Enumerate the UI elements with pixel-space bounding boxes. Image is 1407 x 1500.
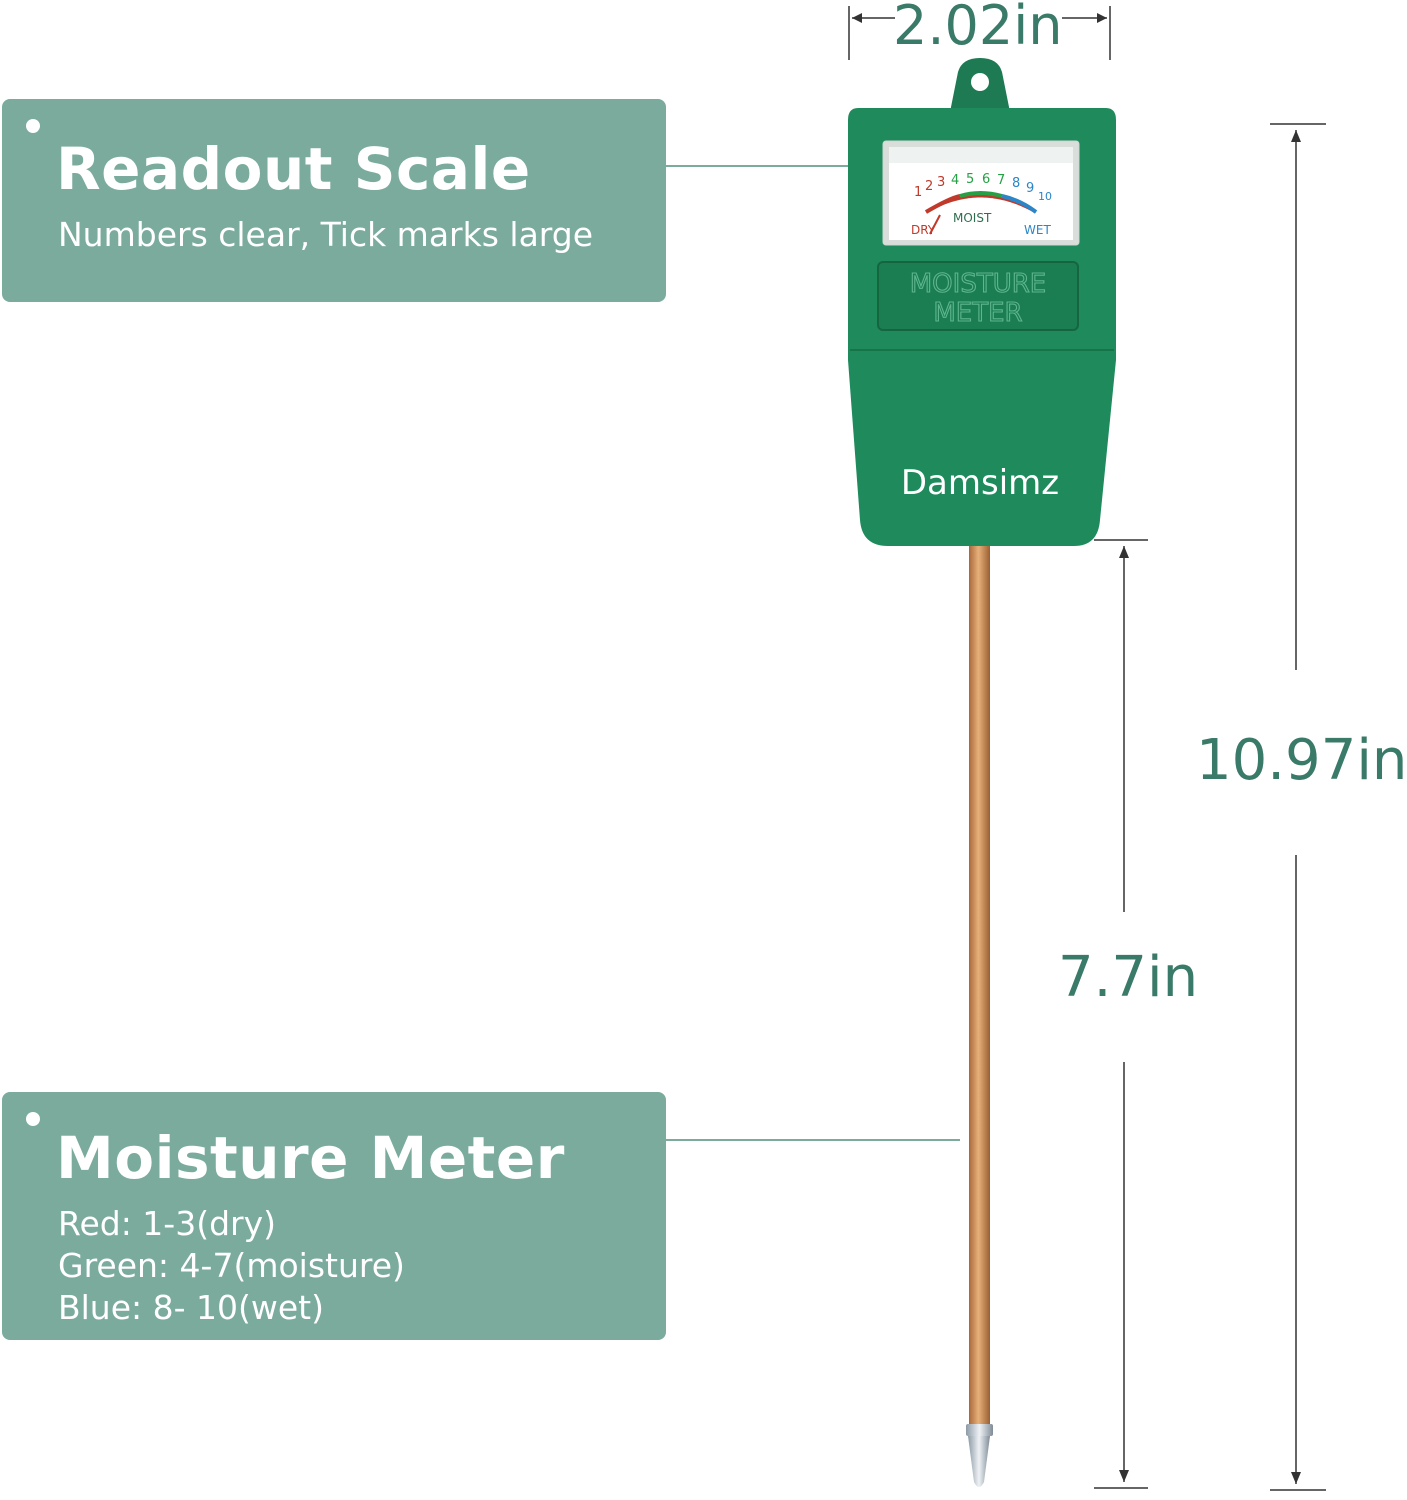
brand-name: Damsimz bbox=[901, 463, 1059, 503]
legend-blue-line: Blue: 8- 10(wet) bbox=[58, 1288, 324, 1327]
gauge-number-9: 9 bbox=[1026, 181, 1034, 196]
gauge-needle bbox=[929, 214, 941, 235]
probe-length-dimension-marks bbox=[1094, 539, 1148, 1489]
bullet-dot bbox=[26, 1112, 40, 1126]
gauge-dry-label: DRY bbox=[911, 223, 936, 237]
moisture-meter-title: Moisture Meter bbox=[56, 1124, 565, 1192]
gauge-scale bbox=[924, 191, 1038, 235]
gauge-number-1: 1 bbox=[914, 185, 922, 200]
width-dimension-label: 2.02in bbox=[893, 0, 1063, 57]
total-length-dimension-label: 10.97in bbox=[1196, 728, 1407, 793]
bullet-dot bbox=[26, 119, 40, 133]
gauge-number-5: 5 bbox=[966, 172, 974, 187]
gauge-number-3: 3 bbox=[937, 175, 945, 190]
readout-connector-line bbox=[666, 165, 852, 167]
gauge-wet-label: WET bbox=[1024, 223, 1051, 237]
readout-scale-title: Readout Scale bbox=[56, 135, 531, 203]
gauge-moist-label: MOIST bbox=[953, 211, 992, 225]
hanging-hole-icon bbox=[971, 73, 989, 91]
probe-rod bbox=[969, 546, 990, 1426]
moisture-meter-card: Moisture Meter Red: 1-3(dry) Green: 4-7(… bbox=[2, 1092, 666, 1340]
gauge-number-7: 7 bbox=[997, 173, 1005, 188]
gauge-number-4: 4 bbox=[951, 173, 959, 188]
readout-scale-card: Readout Scale Numbers clear, Tick marks … bbox=[2, 99, 666, 302]
probe-tip-collar bbox=[966, 1424, 993, 1436]
embossed-label-line1: MOISTURE bbox=[910, 269, 1046, 299]
legend-red-line: Red: 1-3(dry) bbox=[58, 1204, 276, 1243]
gauge-number-6: 6 bbox=[982, 172, 990, 187]
gauge-number-2: 2 bbox=[925, 179, 933, 194]
legend-green-line: Green: 4-7(moisture) bbox=[58, 1246, 405, 1285]
width-dimension-marks bbox=[848, 6, 1111, 60]
gauge-number-10: 10 bbox=[1038, 190, 1052, 203]
total-length-dimension-marks bbox=[1270, 123, 1326, 1491]
probe-tip bbox=[968, 1436, 990, 1487]
embossed-label-panel bbox=[877, 261, 1079, 331]
moisture-connector-line bbox=[666, 1139, 960, 1141]
readout-scale-description: Numbers clear, Tick marks large bbox=[58, 215, 594, 254]
embossed-label-line2: METER bbox=[933, 298, 1022, 328]
gauge-number-8: 8 bbox=[1012, 176, 1020, 191]
probe-length-dimension-label: 7.7in bbox=[1058, 945, 1199, 1010]
